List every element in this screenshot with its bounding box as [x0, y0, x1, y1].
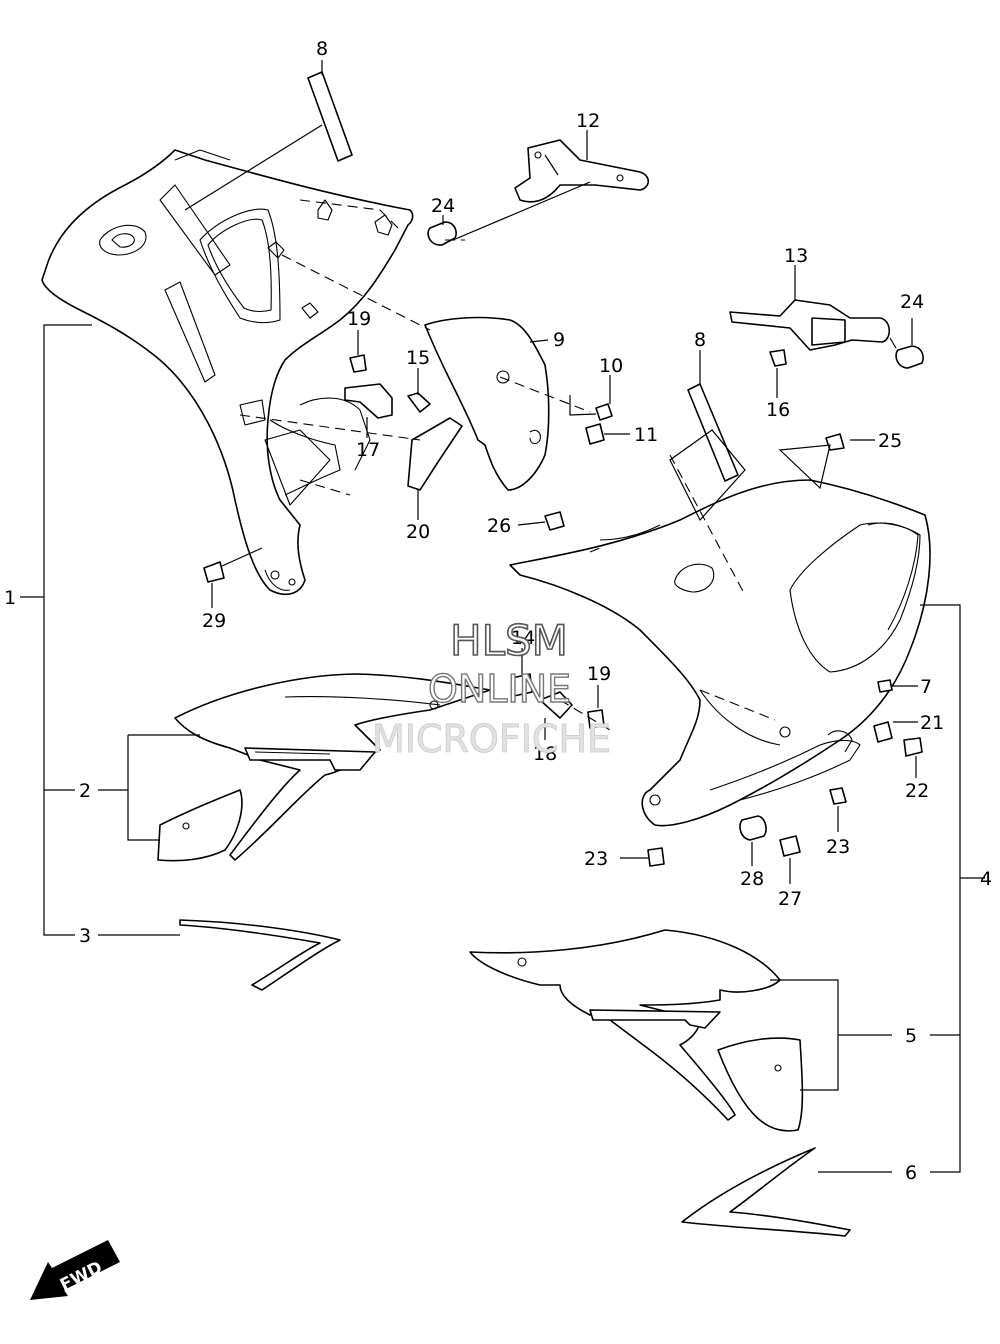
callout-22: 22 — [905, 780, 929, 802]
part-22-bolt — [903, 737, 923, 757]
dashed-assembly-lines — [239, 199, 776, 731]
watermark-line-1: HLSM — [450, 616, 568, 665]
part-16-bolt — [769, 349, 787, 367]
left-side-cowling — [41, 149, 414, 596]
callout-23-lower: 23 — [584, 848, 608, 870]
part-14-plate — [511, 673, 533, 697]
callout-10: 10 — [599, 355, 623, 377]
callout-4: 4 — [980, 868, 992, 890]
callout-8-left: 8 — [316, 38, 328, 60]
callout-19-right: 19 — [587, 663, 611, 685]
watermark-line-2: ONLINE — [428, 667, 571, 711]
callout-18: 18 — [533, 743, 557, 765]
right-decal-panel — [469, 929, 804, 1132]
part-23-upper-screw — [829, 787, 847, 805]
part-7-nut — [877, 679, 893, 693]
part-8-left-bar — [307, 71, 353, 162]
part-17-bracket — [344, 383, 393, 419]
part-9-inner-panel — [424, 316, 550, 491]
callout-15: 15 — [406, 347, 430, 369]
watermark-line-3: MICROFICHE — [372, 717, 611, 761]
part-19-left-bolt — [349, 354, 367, 373]
part-24-right-grommet — [895, 345, 924, 369]
fwd-direction-arrow: FWD — [30, 1240, 120, 1300]
part-28-grommet — [739, 815, 767, 841]
callout-29: 29 — [202, 610, 226, 632]
callout-28: 28 — [740, 868, 764, 890]
part-25-screw — [825, 433, 845, 451]
callout-8-right: 8 — [694, 329, 706, 351]
watermark: HLSM ONLINE MICROFICHE — [372, 615, 612, 761]
right-stripe-decal — [681, 1147, 851, 1237]
callout-26: 26 — [487, 515, 511, 537]
leader-lines — [20, 60, 985, 1173]
callout-17: 17 — [356, 439, 380, 461]
part-29-screw — [203, 561, 225, 583]
callout-13: 13 — [784, 245, 808, 267]
callout-11: 11 — [634, 424, 658, 446]
callout-23-upper: 23 — [826, 836, 850, 858]
part-15-bolt — [407, 392, 431, 413]
left-decal-panel — [157, 673, 491, 862]
callout-21: 21 — [920, 712, 944, 734]
callout-5: 5 — [905, 1025, 917, 1047]
part-10-screw — [595, 403, 613, 421]
part-18-clip — [539, 691, 573, 719]
callout-7: 7 — [920, 676, 932, 698]
part-24-left-grommet — [427, 221, 457, 246]
callout-3: 3 — [79, 925, 91, 947]
right-side-cowling — [509, 479, 931, 827]
callout-1: 1 — [4, 587, 16, 609]
left-stripe-decal — [179, 919, 341, 991]
callout-labels: 1 2 3 4 5 6 7 8 8 9 10 11 12 13 14 15 16… — [4, 38, 992, 1184]
callout-24-left: 24 — [431, 195, 455, 217]
callout-19-left: 19 — [347, 308, 371, 330]
callout-27: 27 — [778, 888, 802, 910]
callout-25: 25 — [878, 430, 902, 452]
callout-16: 16 — [766, 399, 790, 421]
callout-2: 2 — [79, 780, 91, 802]
part-23-lower-screw — [647, 847, 665, 867]
part-11-clip — [585, 423, 605, 445]
callout-9: 9 — [553, 329, 565, 351]
part-21-clip — [873, 721, 893, 743]
part-26-screw — [544, 511, 565, 531]
part-20-bracket — [407, 417, 463, 491]
callout-20: 20 — [406, 521, 430, 543]
callout-14: 14 — [511, 627, 535, 649]
callout-24-right: 24 — [900, 291, 924, 313]
part-13-bracket — [729, 299, 891, 351]
part-27-fastener — [779, 835, 801, 857]
part-12-bracket — [514, 139, 650, 203]
part-8-right-bar — [687, 383, 739, 482]
callout-12: 12 — [576, 110, 600, 132]
callout-6: 6 — [905, 1162, 917, 1184]
